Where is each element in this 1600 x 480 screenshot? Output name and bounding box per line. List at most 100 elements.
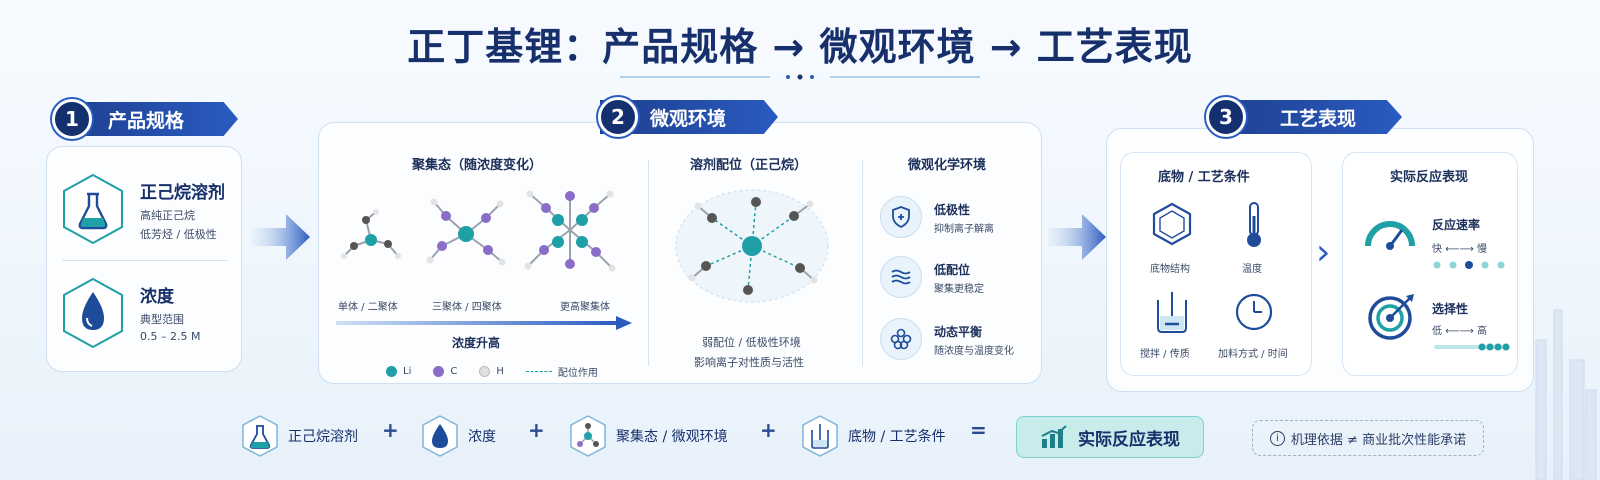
chem-env-item-desc: 抑制离子解离 (934, 224, 994, 235)
drop-icon (422, 415, 458, 457)
flask-icon (63, 173, 123, 245)
thermometer-icon (1247, 202, 1261, 247)
wave-icon (880, 256, 922, 298)
section-number: 1 (52, 99, 92, 139)
solvent-title: 正己烷溶剂 (140, 183, 225, 203)
rate-scale: 快 ⟵⟶ 慢 (1432, 240, 1487, 255)
drop-icon (63, 277, 123, 349)
aggregation-label-monomer: 单体 / 二聚体 (338, 302, 398, 313)
page-title: 正丁基锂：产品规格 → 微观环境 → 工艺表现 (407, 25, 1193, 69)
aggregation-label-tetramer: 三聚体 / 四聚体 (432, 302, 502, 313)
conditions-panel (1120, 152, 1312, 376)
legend-c-label: C (450, 366, 458, 377)
bar-chart-icon (1041, 425, 1067, 448)
selectivity-title: 选择性 (1432, 302, 1469, 316)
plus-sign: + (382, 418, 399, 442)
legend-c-dot (433, 366, 445, 377)
equation-label: 聚集态 / 微观环境 (616, 429, 728, 445)
gauge-icon (1365, 221, 1415, 250)
condition-label: 加料方式 / 时间 (1218, 349, 1288, 360)
solvation-sphere (675, 189, 829, 303)
section-number: 2 (598, 97, 638, 137)
selectivity-right-label: 高 (1477, 326, 1488, 337)
conditions-title: 底物 / 工艺条件 (1158, 170, 1250, 185)
section-label: 产品规格 (108, 109, 185, 132)
section-label: 工艺表现 (1280, 107, 1357, 130)
result-box: 实际反应表现 (1016, 416, 1204, 458)
flow-arrow (1048, 214, 1106, 260)
equation-label: 浓度 (468, 429, 496, 445)
equation-item-aggregation: 聚集态 / 微观环境 (568, 414, 728, 458)
solvent-line1: 高纯正己烷 (140, 209, 195, 222)
solvation-line1: 弱配位 / 低极性环境 (702, 336, 801, 349)
flask-icon (242, 415, 278, 457)
aggregation-label-higher: 更高聚集体 (560, 302, 610, 313)
stirrer-icon (1157, 292, 1187, 333)
equation-label: 正己烷溶剂 (288, 429, 358, 445)
section-number: 3 (1206, 97, 1246, 137)
spec-divider (62, 260, 228, 261)
chem-env-item-desc: 随浓度与温度变化 (934, 346, 1014, 357)
plus-sign: + (528, 418, 545, 442)
selectivity-indicator (1434, 343, 1510, 351)
concentration-title: 浓度 (140, 287, 174, 307)
shield-icon (880, 196, 922, 238)
equation-item-conditions: 底物 / 工艺条件 (800, 414, 946, 458)
equals-sign: = (970, 418, 987, 442)
condition-label: 搅拌 / 传质 (1140, 349, 1190, 360)
solvation-title: 溶剂配位（正己烷） (690, 158, 808, 173)
performance-panel (1342, 152, 1518, 376)
note-text: 机理依据 ≠ 商业批次性能承诺 (1290, 432, 1467, 448)
chem-env-item-title: 低配位 (934, 263, 971, 277)
higher-aggregate-molecule (524, 190, 616, 272)
chem-env-item-title: 低极性 (934, 203, 971, 217)
chevron-right-icon: › (1316, 232, 1331, 273)
legend-h-label: H (496, 366, 504, 377)
refinery-background (1535, 309, 1597, 480)
legend-coord-label: 配位作用 (557, 368, 598, 379)
scale-arrow: ⟵⟶ (1445, 244, 1478, 255)
micro-divider-1 (648, 160, 649, 366)
legend-h-dot (479, 366, 491, 377)
molecule-icon (570, 415, 606, 457)
legend-li-label: Li (403, 366, 412, 377)
section-label: 微观环境 (650, 107, 727, 130)
monomer-molecule (341, 209, 401, 259)
equation-label: 底物 / 工艺条件 (848, 429, 946, 445)
stirrer-icon (802, 415, 838, 457)
solvation-line2: 影响离子对性质与活性 (694, 356, 804, 369)
rate-title: 反应速率 (1432, 218, 1481, 232)
micro-divider-2 (862, 160, 863, 366)
title-decoration (620, 74, 980, 80)
scale-arrow: ⟵⟶ (1445, 326, 1478, 337)
result-label: 实际反应表现 (1078, 429, 1180, 450)
cluster-icon (880, 318, 922, 360)
equation-item-concentration: 浓度 (420, 414, 496, 458)
disclaimer-note: i 机理依据 ≠ 商业批次性能承诺 (1252, 420, 1484, 456)
concentration-line2: 0.5 – 2.5 M (140, 330, 201, 343)
benzene-icon (1152, 202, 1192, 246)
clock-icon (1235, 293, 1273, 331)
plus-sign: + (760, 418, 777, 442)
chem-env-title: 微观化学环境 (908, 158, 987, 173)
target-icon (1368, 294, 1414, 340)
selectivity-left-label: 低 (1432, 326, 1442, 337)
tetramer-molecule (426, 198, 506, 266)
legend: Li C H 配位作用 (386, 364, 598, 379)
chem-env-item-desc: 聚集更稳定 (934, 284, 984, 295)
condition-label: 温度 (1242, 264, 1262, 275)
legend-li-dot (386, 366, 397, 377)
chem-env-item-title: 动态平衡 (934, 325, 983, 339)
concentration-arrow (336, 316, 632, 330)
aggregation-title: 聚集态（随浓度变化） (412, 158, 543, 173)
selectivity-scale: 低 ⟵⟶ 高 (1432, 322, 1487, 337)
rate-left-label: 快 (1432, 244, 1442, 255)
condition-label: 底物结构 (1150, 264, 1190, 275)
rate-right-label: 慢 (1477, 244, 1488, 255)
concentration-arrow-label: 浓度升高 (452, 336, 501, 350)
flow-arrow (252, 214, 310, 260)
concentration-line1: 典型范围 (140, 313, 184, 326)
rate-indicator (1433, 261, 1505, 269)
equation-item-solvent: 正己烷溶剂 (240, 414, 358, 458)
info-icon: i (1269, 430, 1285, 446)
